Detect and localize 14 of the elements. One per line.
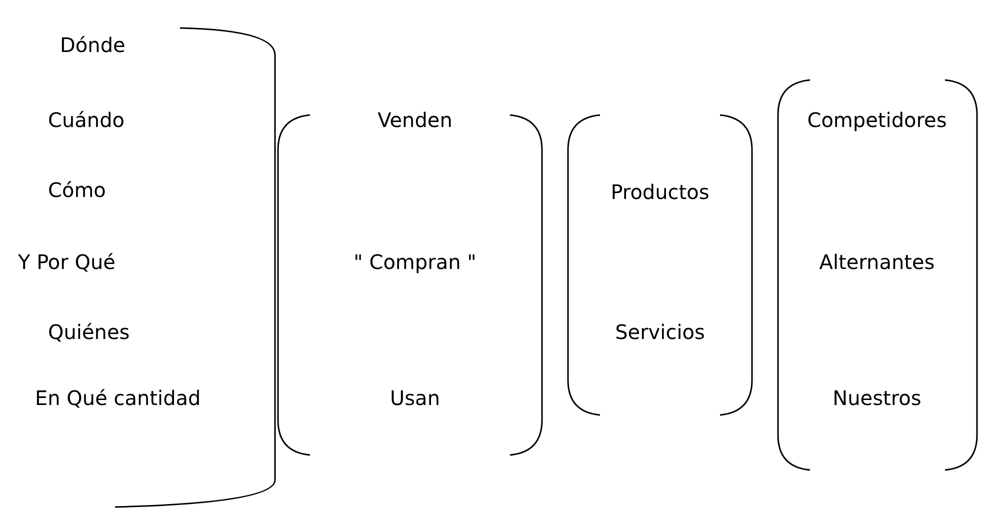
term-label: Cómo — [48, 178, 106, 202]
term-label: Venden — [378, 108, 452, 132]
term-label: En Qué cantidad — [35, 386, 201, 410]
term-label: Alternantes — [819, 250, 935, 274]
term-label: Usan — [390, 386, 440, 410]
term-label: Competidores — [807, 108, 947, 132]
term-label: Productos — [610, 180, 710, 204]
term-label: Servicios — [615, 320, 705, 344]
term-label: " Compran " — [354, 250, 476, 274]
term-label: Dónde — [60, 33, 126, 57]
term-label: Quiénes — [48, 320, 130, 344]
term-label: Nuestros — [832, 386, 922, 410]
term-label: Cuándo — [48, 108, 125, 132]
term-label: Y Por Qué — [18, 250, 116, 274]
